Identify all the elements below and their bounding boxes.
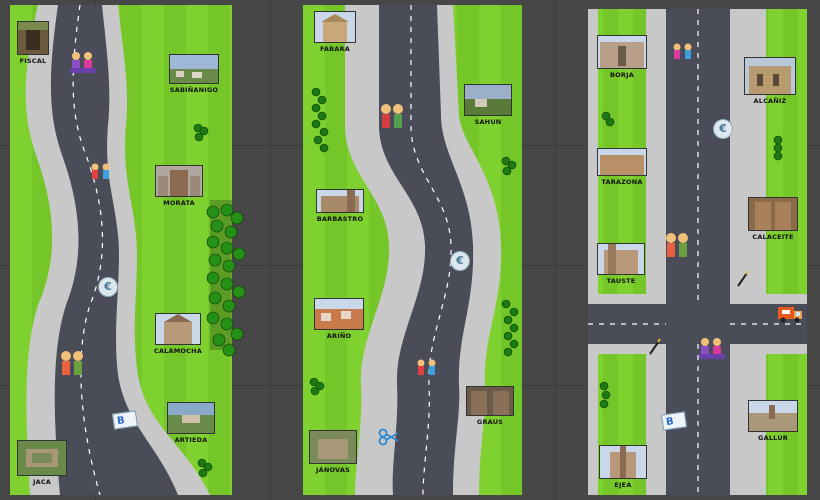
- town-name: CALACEITE: [752, 233, 794, 241]
- town-photo: [466, 386, 514, 416]
- town-photo: [597, 148, 647, 176]
- grid-line: [270, 0, 271, 500]
- pen-icon[interactable]: [736, 270, 750, 288]
- town-calamocha[interactable]: CALAMOCHA: [153, 313, 203, 355]
- town-name: CALAMOCHA: [153, 347, 202, 355]
- player-token-icon[interactable]: [68, 50, 98, 78]
- town-photo: [169, 54, 219, 84]
- town-name: ARIÑO: [326, 332, 352, 340]
- town-photo: [597, 243, 645, 275]
- town-borja[interactable]: BORJA: [595, 35, 649, 79]
- player-token-icon[interactable]: [378, 103, 406, 135]
- town-alcaniz[interactable]: ALCAÑIZ: [742, 57, 798, 105]
- tree-icon: [193, 123, 209, 142]
- tree-cluster-icon: [206, 203, 246, 357]
- player-token-icon[interactable]: [58, 350, 86, 380]
- town-arino[interactable]: ARIÑO: [313, 298, 365, 340]
- town-photo: [316, 189, 364, 213]
- town-name: EJEA: [614, 481, 632, 489]
- pen-icon[interactable]: [648, 338, 662, 356]
- town-name: JACA: [32, 478, 52, 486]
- town-photo: [155, 165, 203, 197]
- town-name: BARBASTRO: [316, 215, 364, 223]
- town-artieda[interactable]: ARTIEDA: [166, 402, 216, 444]
- player-token-icon[interactable]: [663, 232, 691, 264]
- tree-cluster-icon: [311, 87, 329, 153]
- tree-icon: [197, 458, 213, 478]
- town-photo: [314, 298, 364, 330]
- letter-card-icon[interactable]: B: [112, 410, 138, 430]
- town-barbastro[interactable]: BARBASTRO: [314, 189, 366, 223]
- town-fabara[interactable]: FABARA: [312, 11, 358, 53]
- town-name: GRAUS: [476, 418, 504, 426]
- town-photo: [464, 84, 512, 116]
- town-photo: [17, 21, 49, 55]
- town-name: BORJA: [610, 71, 634, 79]
- town-name: SAHUN: [474, 118, 502, 126]
- delivery-truck-icon[interactable]: [776, 304, 804, 324]
- town-name: FABARA: [320, 45, 350, 53]
- tree-icon: [309, 377, 325, 396]
- town-name: SABIÑANIGO: [169, 86, 219, 94]
- euro-coin-icon[interactable]: €: [450, 251, 470, 271]
- player-token-icon[interactable]: [414, 358, 440, 380]
- town-janovas[interactable]: JÁNOVAS: [307, 430, 359, 474]
- town-photo: [167, 402, 215, 434]
- tree-icon: [601, 111, 615, 127]
- euro-coin-icon[interactable]: €: [713, 119, 733, 139]
- town-gallur[interactable]: GALLUR: [747, 400, 799, 442]
- town-photo: [155, 313, 201, 345]
- town-tauste[interactable]: TAUSTE: [596, 243, 646, 285]
- town-name: TAUSTE: [606, 277, 636, 285]
- town-name: FISCAL: [19, 57, 47, 65]
- town-jaca[interactable]: JACA: [17, 440, 67, 486]
- tree-icon: [599, 381, 611, 409]
- town-photo: [597, 35, 647, 69]
- town-photo: [744, 57, 796, 95]
- town-photo: [314, 11, 356, 43]
- euro-coin-icon[interactable]: €: [98, 277, 118, 297]
- town-photo: [599, 445, 647, 479]
- tree-cluster-icon: [501, 299, 519, 357]
- tree-icon: [501, 156, 517, 176]
- player-token-icon[interactable]: [88, 162, 114, 184]
- town-sabinanigo[interactable]: SABIÑANIGO: [168, 54, 220, 94]
- town-name: TARAZONA: [601, 178, 643, 186]
- town-fiscal[interactable]: FISCAL: [12, 21, 54, 65]
- town-name: ALCAÑIZ: [753, 97, 787, 105]
- town-photo: [748, 197, 798, 231]
- player-token-icon[interactable]: [697, 336, 727, 364]
- town-morata[interactable]: MORATA: [154, 165, 204, 207]
- town-ejea[interactable]: EJEA: [598, 445, 648, 489]
- scissors-icon[interactable]: [378, 428, 400, 446]
- grid-line: [555, 0, 556, 500]
- letter-card-icon[interactable]: B: [661, 411, 687, 431]
- town-calaceite[interactable]: CALACEITE: [745, 197, 801, 241]
- town-name: GALLUR: [758, 434, 788, 442]
- town-graus[interactable]: GRAUS: [465, 386, 515, 426]
- town-photo: [748, 400, 798, 432]
- town-tarazona[interactable]: TARAZONA: [595, 148, 649, 186]
- town-name: JÁNOVAS: [316, 466, 350, 474]
- town-photo: [17, 440, 67, 476]
- tree-icon: [773, 135, 783, 161]
- town-name: MORATA: [163, 199, 195, 207]
- town-name: ARTIEDA: [174, 436, 208, 444]
- town-photo: [309, 430, 357, 464]
- town-sahun[interactable]: SAHUN: [462, 84, 514, 126]
- player-token-icon[interactable]: [670, 42, 696, 64]
